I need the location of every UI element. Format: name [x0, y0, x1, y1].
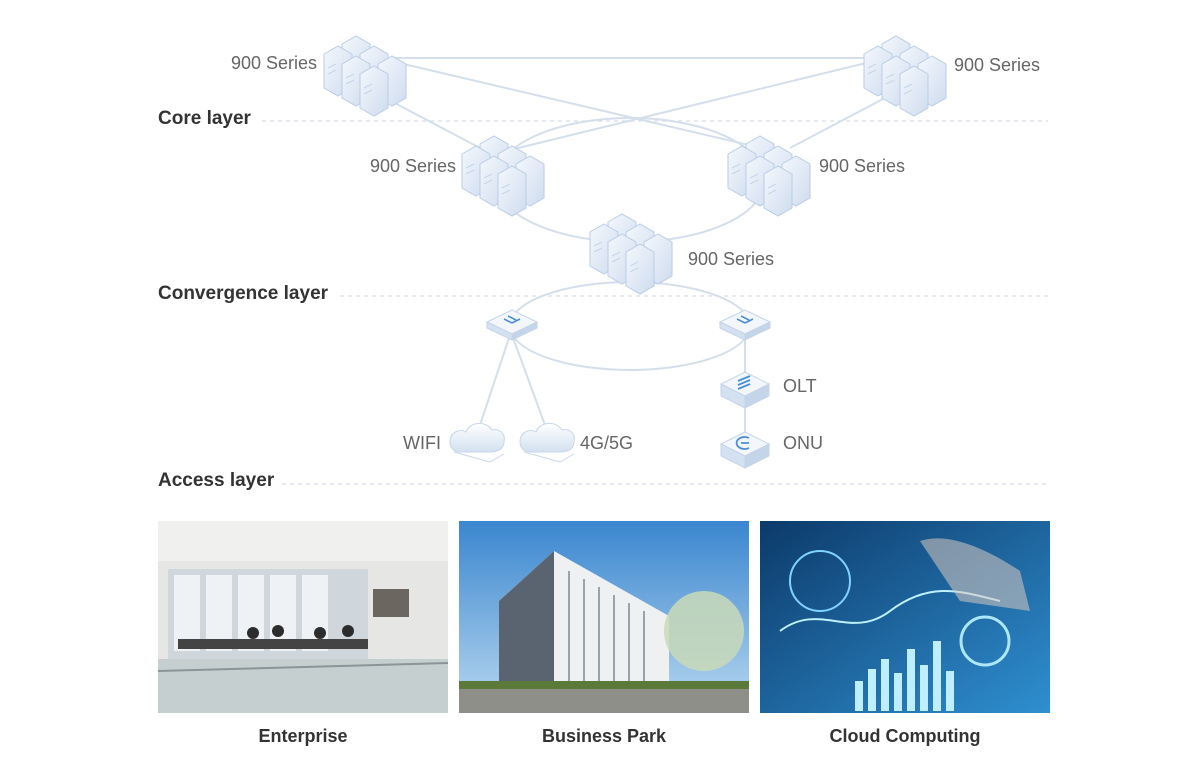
switch-icon [719, 309, 771, 341]
core-layer-label: Core layer [158, 108, 251, 129]
server-rack-icon [323, 35, 407, 117]
cellular-label: 4G/5G [580, 433, 634, 453]
olt-label: OLT [783, 376, 817, 396]
connection-lines [369, 57, 901, 432]
access-layer-label: Access layer [158, 470, 275, 491]
cloud-computing-image [760, 521, 1050, 713]
onu-label: ONU [783, 433, 823, 453]
server-rack-icon [727, 135, 811, 217]
agg-center-series-label: 900 Series [688, 249, 775, 269]
onu-device-icon [720, 431, 770, 469]
cellular-cloud-icon [519, 422, 575, 463]
switch-icon [486, 309, 538, 341]
server-rack-icon [461, 135, 545, 217]
business-park-image [459, 521, 749, 713]
wifi-cloud-icon [449, 422, 505, 463]
core-left-series-label: 900 Series [231, 53, 318, 73]
core-right-series-label: 900 Series [954, 55, 1041, 75]
enterprise-image [158, 521, 448, 713]
server-rack-icon [589, 213, 673, 295]
business-park-caption: Business Park [541, 726, 667, 746]
enterprise-caption: Enterprise [258, 726, 348, 746]
olt-device-icon [720, 371, 770, 409]
server-rack-icon [863, 35, 947, 117]
agg-left-series-label: 900 Series [370, 156, 457, 176]
agg-right-series-label: 900 Series [819, 156, 906, 176]
convergence-layer-label: Convergence layer [158, 283, 329, 304]
wifi-label: WIFI [403, 433, 441, 453]
layer-divider-lines [262, 120, 1048, 485]
cloud-computing-caption: Cloud Computing [829, 726, 981, 746]
